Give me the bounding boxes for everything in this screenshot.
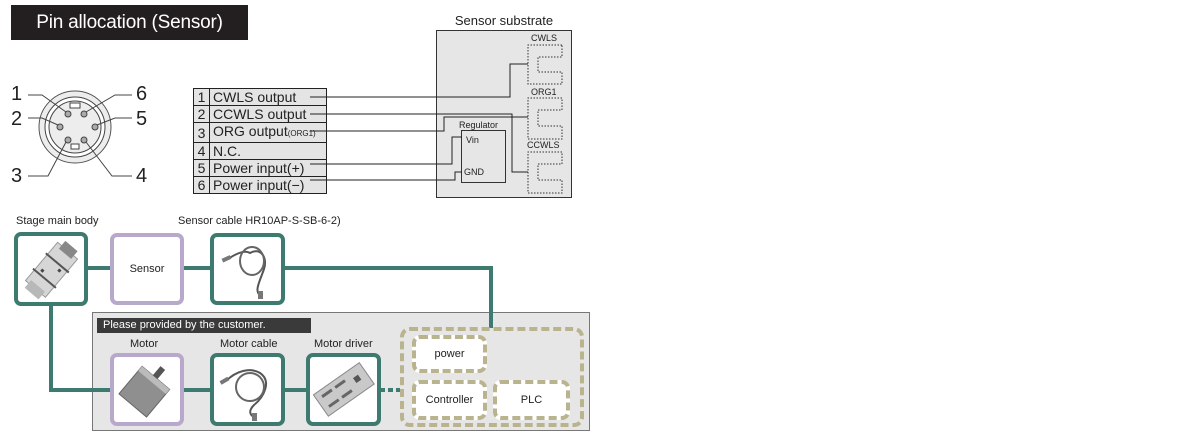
pin-function-text: ORG output — [213, 123, 288, 139]
system-connections — [49, 266, 493, 392]
pin-function-text: N.C. — [213, 143, 241, 159]
pin-function-subscript: (ORG1) — [287, 129, 316, 138]
plc-label: PLC — [520, 394, 543, 406]
pin-function: CWLS output — [209, 88, 327, 106]
substrate-title: Sensor substrate — [454, 13, 554, 28]
motor-driver-label: Motor driver — [314, 338, 373, 350]
cable-icon — [219, 369, 268, 421]
pin-function-text: Power input(−) — [213, 177, 305, 193]
stage-icon — [24, 240, 79, 300]
regulator-label: Regulator — [459, 120, 499, 130]
sensor-cable-label: Sensor cable HR10AP-S-SB-6-2) — [178, 215, 341, 227]
table-row: 6 Power input(−) — [193, 176, 327, 194]
stage-main-body-box — [14, 232, 88, 306]
control-group-outline — [400, 327, 584, 427]
pin-table: 1 CWLS output 2 CCWLS output 3 ORG outpu… — [193, 88, 327, 194]
sensor-box-label: Sensor — [129, 263, 165, 275]
pin-label-4: 4 — [136, 165, 148, 187]
motor-box — [110, 353, 184, 426]
customer-provided-label: Please provided by the customer. — [97, 318, 311, 333]
controller-box: Controller — [412, 380, 487, 420]
motor-icon — [118, 365, 171, 418]
pin-function: Power input(−) — [209, 176, 327, 194]
sensor-box: Sensor — [110, 233, 184, 305]
connector-face-diagram — [28, 90, 132, 177]
motor-cable-box — [210, 353, 285, 426]
table-row: 5 Power input(+) — [193, 159, 327, 177]
sensor-org1-label: ORG1 — [531, 87, 557, 97]
stage-label: Stage main body — [16, 215, 99, 227]
pin-function: Power input(+) — [209, 159, 327, 177]
sensor-cable-box — [210, 233, 285, 305]
regulator-box — [461, 130, 506, 183]
table-row: 3 ORG output(ORG1) — [193, 122, 327, 143]
pin-label-6: 6 — [136, 83, 148, 105]
pin-function-text: CWLS output — [213, 89, 297, 105]
controller-label: Controller — [425, 394, 474, 406]
pin-label-3: 3 — [11, 165, 23, 187]
motor-cable-label: Motor cable — [220, 338, 278, 350]
wiring-lines — [310, 44, 563, 194]
plc-box: PLC — [493, 380, 570, 420]
pin-label-2: 2 — [11, 108, 23, 130]
motor-label: Motor — [130, 338, 159, 350]
regulator-vin-label: Vin — [466, 135, 479, 145]
power-label: power — [434, 348, 465, 360]
power-box: power — [412, 335, 487, 373]
cable-icon — [221, 246, 266, 299]
table-row: 2 CCWLS output — [193, 105, 327, 123]
page-title: Pin allocation (Sensor) — [11, 5, 248, 40]
pin-label-5: 5 — [136, 108, 148, 130]
pin-function-text: Power input(+) — [213, 160, 305, 176]
motor-driver-box — [306, 353, 381, 426]
pin-label-1: 1 — [11, 83, 23, 105]
pin-function: CCWLS output — [209, 105, 327, 123]
regulator-gnd-label: GND — [464, 167, 484, 177]
pin-function-text: CCWLS output — [213, 106, 307, 122]
motor-driver-icon — [312, 362, 375, 417]
sensor-ccwls-label: CCWLS — [527, 140, 560, 150]
pin-function: ORG output(ORG1) — [209, 122, 327, 143]
sensor-cwls-label: CWLS — [531, 33, 558, 43]
